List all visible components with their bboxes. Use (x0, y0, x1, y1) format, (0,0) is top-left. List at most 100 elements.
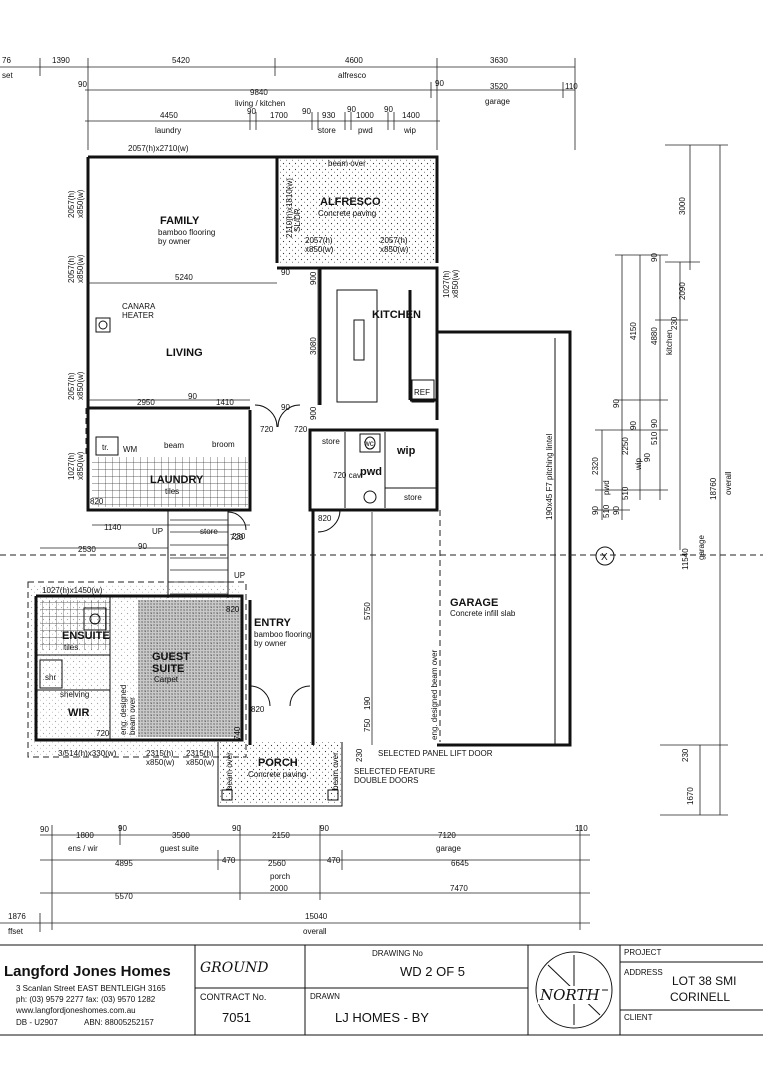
dim-bottom-r1-0: 90 (40, 825, 49, 834)
dim-bottom-r2-0: 4895 (115, 859, 133, 868)
dim-top-r2-0: 90 (78, 80, 87, 89)
drawing-no-label: DRAWING No (372, 949, 423, 958)
dim-inner-23: 750 (363, 718, 372, 732)
drawn-by: LJ HOMES - BY (335, 1010, 429, 1025)
dim-right-2: 230 (670, 316, 679, 330)
dim-right-16: 2320 (591, 457, 600, 475)
dim-inner-15: 820 (318, 514, 332, 523)
stair-up-2: UP (234, 571, 245, 580)
dim-top-r3-6: 1000 (356, 111, 374, 120)
window-6a: 2057(h) (305, 236, 333, 245)
window-1: 2057(h)x2710(w) (128, 144, 189, 153)
dim-bottom-r3-2: 7470 (450, 884, 468, 893)
room-carpet: Carpet (154, 675, 179, 684)
room-laundry: LAUNDRY (150, 474, 204, 486)
room-garage-beam: eng. designed beam over (430, 649, 439, 740)
room-shr: shr (45, 673, 56, 682)
dim-inner-4: 1410 (216, 398, 234, 407)
dim-right-13: 90 (643, 453, 652, 462)
dim-inner-22: 190 (363, 696, 372, 710)
dim-right-19: 510 (602, 504, 611, 518)
dim-right-11: 2250 (621, 437, 630, 455)
dim-bottom-r3-1: 2000 (270, 884, 288, 893)
room-garage-lintel: 190x45 F7 pitching lintel (545, 434, 554, 521)
dim-top-r1-0: 76 (2, 56, 11, 65)
room-wip: wip (396, 445, 416, 457)
top-dimensions: 76 1390 5420 4600 3630 set alfresco 90 9… (0, 56, 578, 150)
dim-top-r1-1: 1390 (52, 56, 70, 65)
dim-inner-9: 900 (309, 406, 318, 420)
window-7b: x850(w) (380, 245, 409, 254)
dim-top-alfresco: alfresco (338, 71, 367, 80)
fixtures (39, 317, 381, 707)
room-heater-2: HEATER (122, 311, 154, 320)
company-abn: ABN: 88005252157 (84, 1018, 154, 1027)
dim-inner-3: 90 (188, 392, 197, 401)
dim-right-12: wip (634, 457, 643, 471)
contract-label: CONTRACT No. (200, 992, 267, 1002)
dim-bottom-r4-1: 15040 (305, 912, 328, 921)
room-family-note-2: by owner (158, 237, 191, 246)
room-beam: beam (164, 441, 184, 450)
room-guest-beam-2: beam over (128, 697, 137, 735)
walls (0, 155, 763, 807)
dim-inner-20: 230 (355, 748, 364, 762)
room-ref: REF (414, 388, 430, 397)
note-feature-1: SELECTED FEATURE (354, 767, 435, 776)
dim-right-6: 90 (650, 253, 659, 262)
laundry-tiles-fill (92, 457, 248, 507)
room-heater-1: CANARA (122, 302, 156, 311)
dim-right-17: pwd (602, 480, 611, 495)
dim-top-store: store (318, 126, 336, 135)
dim-right-5: kitchen (665, 330, 674, 355)
company-phone: ph: (03) 9579 2277 fax: (03) 9570 1282 (16, 995, 156, 1004)
dim-right-0: 3000 (678, 197, 687, 215)
window-8b: SL/DR (293, 208, 302, 232)
room-cav: 720 cav. (333, 471, 363, 480)
dim-bottom-garage: garage (436, 844, 461, 853)
dim-top-wip: wip (403, 126, 417, 135)
company-name: Langford Jones Homes (4, 963, 171, 980)
dim-top-laundry: laundry (155, 126, 181, 135)
dim-bottom-r4-0: 1876 (8, 912, 26, 921)
dim-top-pwd: pwd (358, 126, 373, 135)
room-laundry-tiles: tiles (165, 487, 179, 496)
dim-inner-6: 720 (294, 425, 308, 434)
dim-bottom-r1-8: 110 (575, 824, 588, 833)
dim-top-r3-0: 4450 (160, 111, 178, 120)
dim-bottom-r2-2: 2560 (268, 859, 286, 868)
dim-right-3: 4150 (629, 322, 638, 340)
room-porch-note: Concrete paving (248, 770, 306, 779)
stair-up-1: UP (152, 527, 163, 536)
company-db: DB - U2907 (16, 1018, 58, 1027)
dim-inner-17: 820 (251, 705, 265, 714)
dim-right-7: 90 (612, 399, 621, 408)
dim-top-r3-7: 90 (384, 105, 393, 114)
section-marker: X (595, 546, 615, 566)
dim-right-14: 510 (621, 486, 630, 500)
dim-top-garage: garage (485, 97, 510, 106)
dim-right-23: overall (724, 471, 733, 495)
room-shelving: shelving (60, 690, 89, 699)
dim-bottom-r1-2: 90 (118, 824, 127, 833)
room-guest-beam-1: eng. designed (119, 685, 128, 735)
guest-wing-texture (30, 585, 240, 755)
dim-right-21: garage (697, 535, 706, 560)
dim-inner-25: 90 (281, 403, 290, 412)
dim-bottom-r2-3: 470 (327, 856, 341, 865)
dim-bottom-r1-5: 2150 (272, 831, 290, 840)
window-5b: x850(w) (76, 451, 85, 480)
dim-bottom-r2-4: 6645 (451, 859, 469, 868)
room-garage-note: Concrete infill slab (450, 609, 516, 618)
dim-right-25: 1670 (686, 787, 695, 805)
company-address: 3 Scanlan Street EAST BENTLEIGH 3165 (16, 984, 166, 993)
dim-inner-7: 900 (309, 271, 318, 285)
room-porch: PORCH (258, 757, 298, 769)
dim-inner-16: 820 (226, 605, 240, 614)
dim-top-r1-4: 3630 (490, 56, 508, 65)
room-living: LIVING (166, 347, 203, 359)
dim-top-set: set (2, 71, 13, 80)
dim-inner-1: 90 (281, 268, 290, 277)
dim-top-r2-2: 90 (435, 79, 444, 88)
